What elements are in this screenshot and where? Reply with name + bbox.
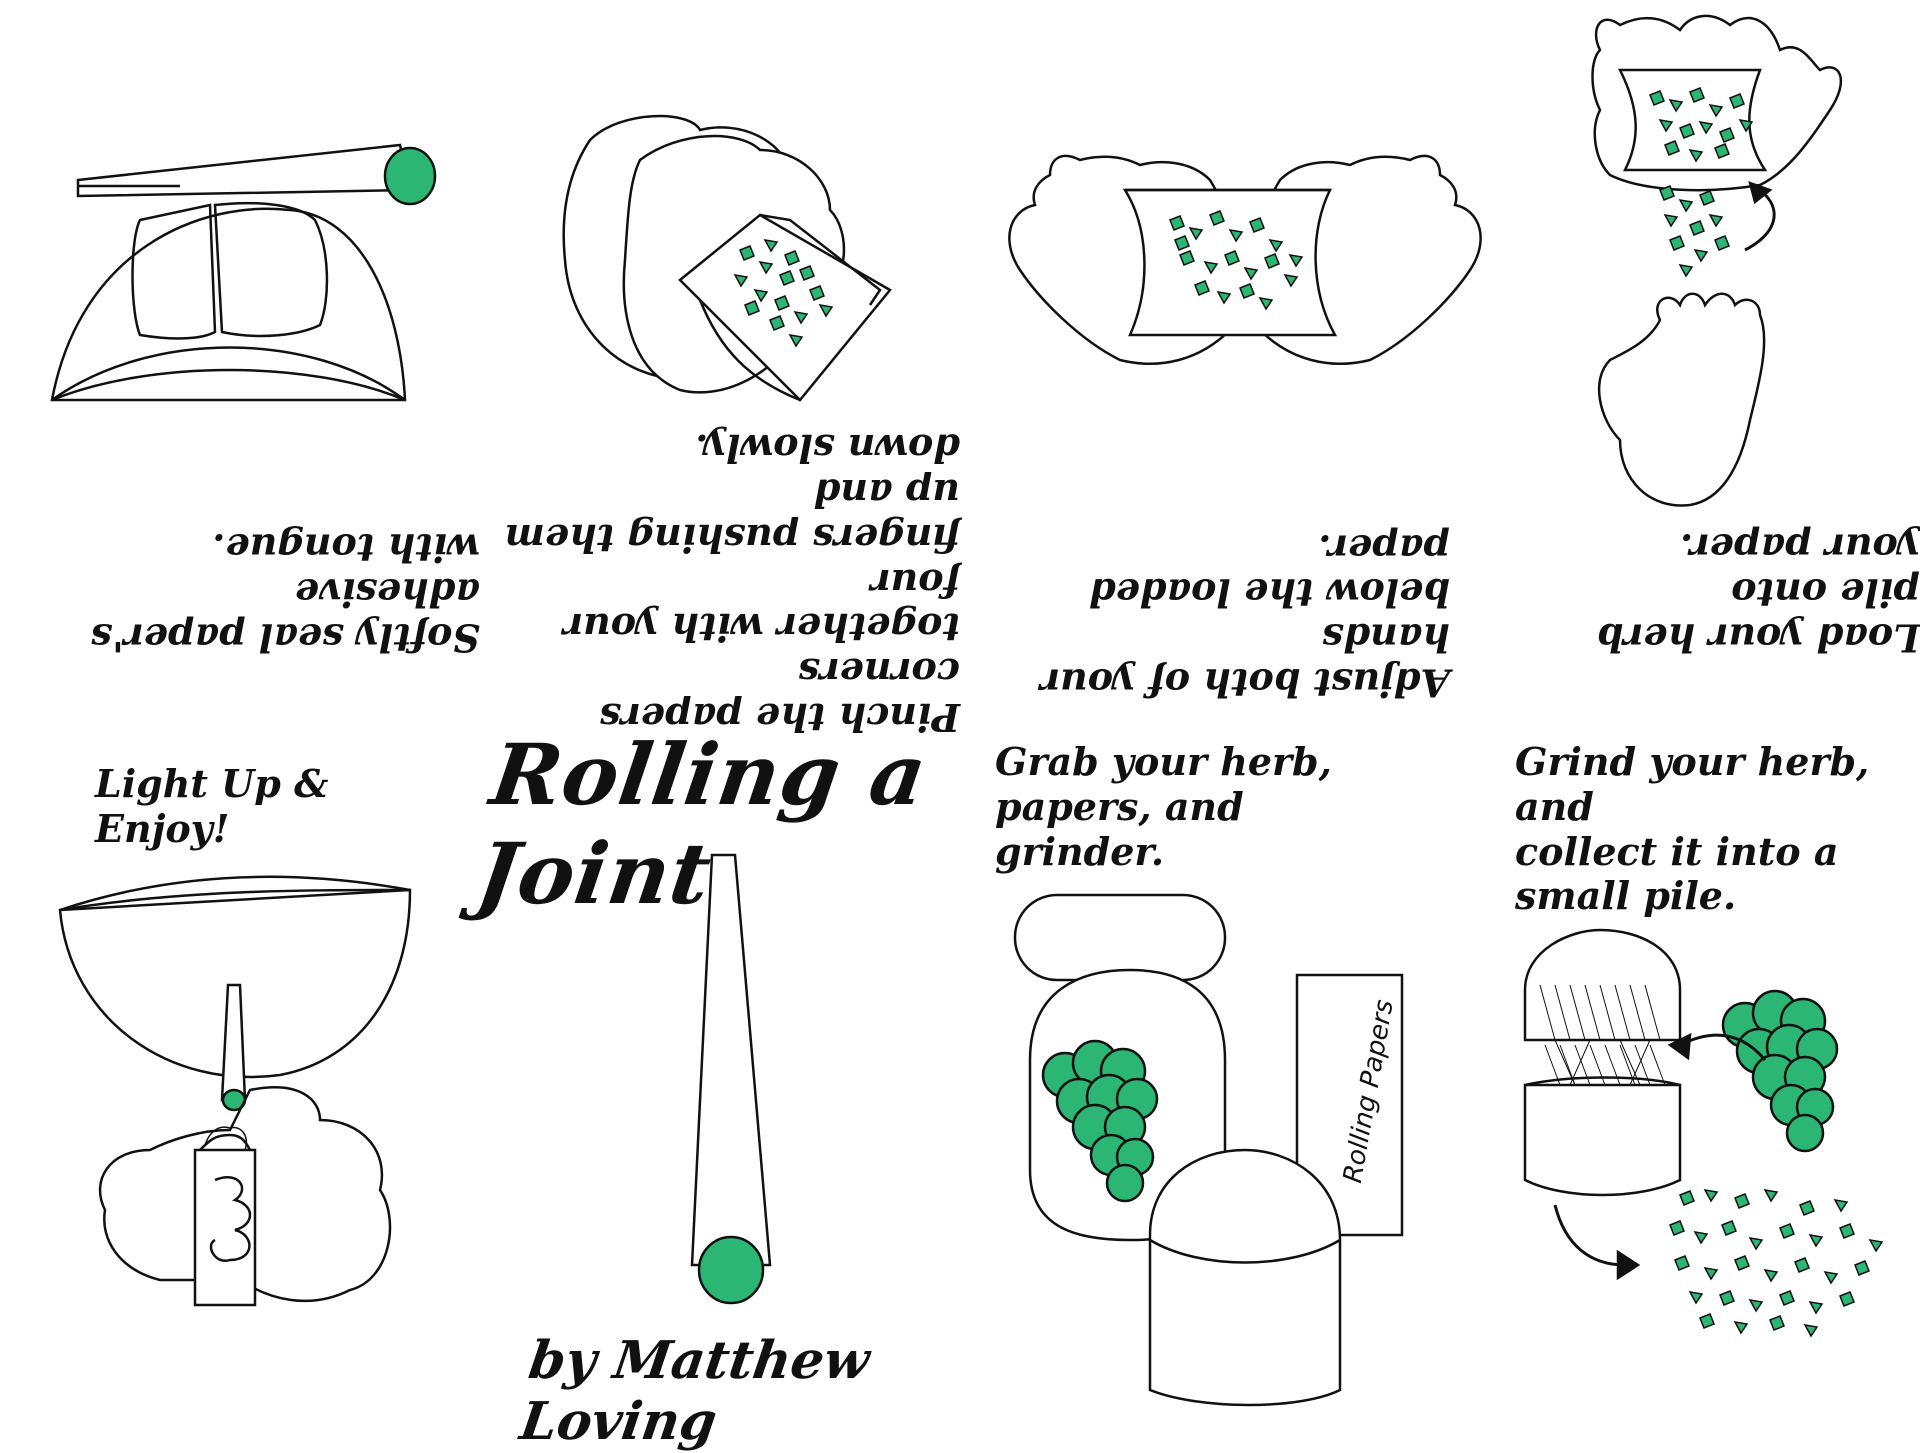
illustration-canvas <box>50 14 1883 1407</box>
joint-icon <box>220 983 247 1102</box>
lip-right-icon <box>213 201 329 338</box>
step-4-caption: Adjust both of your hands below the load… <box>1040 525 1450 706</box>
lighter-icon <box>193 1148 257 1307</box>
joint-icon <box>76 143 412 198</box>
hands-icon <box>1591 14 1842 192</box>
page-title: Rolling a Joint <box>471 725 933 924</box>
load-herb-illustration <box>1591 14 1842 507</box>
pinch-illustration <box>562 114 892 402</box>
step-7-caption: Light Up & Enjoy! <box>95 761 329 851</box>
grind-illustration <box>1523 928 1883 1337</box>
lip-left-icon <box>131 203 217 340</box>
step-3-caption: Load your herb pile onto your paper. <box>1596 525 1920 661</box>
step-5-caption: Pinch the papers corners together with y… <box>504 425 960 740</box>
light-up-illustration <box>58 875 412 1307</box>
seal-illustration <box>50 143 437 402</box>
mouth-icon <box>58 888 412 1079</box>
step-6-caption: Softly seal paper's adhesive with tongue… <box>90 525 480 661</box>
step-1-caption: Grab your herb, papers, and grinder. <box>995 739 1332 874</box>
joint-icon <box>690 853 772 1267</box>
arrow-icon <box>1744 188 1776 252</box>
herb-bud-icon <box>1721 989 1839 1153</box>
arrow-icon <box>1553 1204 1626 1267</box>
joint-tip-icon <box>697 1235 765 1305</box>
joint-illustration <box>690 853 772 1305</box>
grinder-lid-icon <box>1013 893 1227 982</box>
byline: by Matthew Loving <box>516 1330 874 1453</box>
hands-below-illustration <box>1008 154 1482 365</box>
step-2-caption: Grind your herb, and collect it into a s… <box>1515 739 1870 919</box>
supplies-illustration <box>1013 893 1404 1407</box>
hands-icon <box>1008 154 1237 365</box>
grinder-icon <box>1523 928 1682 1042</box>
